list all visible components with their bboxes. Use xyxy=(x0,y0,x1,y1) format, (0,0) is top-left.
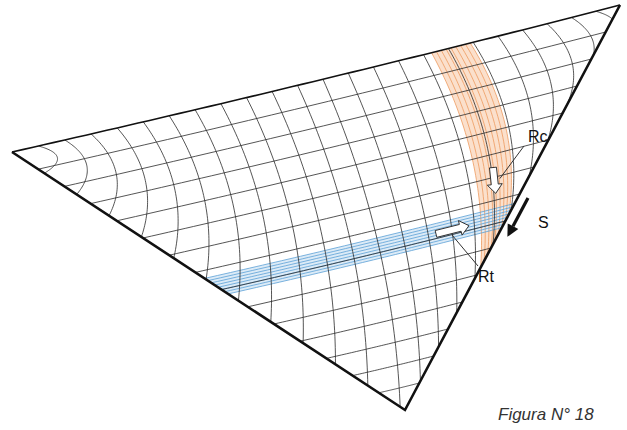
mesh-line xyxy=(143,122,178,258)
tension-arrow xyxy=(435,221,469,238)
tension-line xyxy=(228,228,502,294)
mesh-line xyxy=(498,36,534,176)
straight-edge xyxy=(12,5,620,410)
tension-line xyxy=(205,203,515,278)
surface-mesh xyxy=(38,11,615,407)
shear-arrow xyxy=(513,198,528,226)
mesh-line xyxy=(323,79,400,407)
compression-line xyxy=(451,48,496,241)
stress-bands xyxy=(205,43,515,294)
mesh-line xyxy=(571,17,594,73)
mesh-line xyxy=(195,110,240,301)
surface-ground xyxy=(12,5,620,410)
mesh-line xyxy=(547,24,574,108)
mesh-line xyxy=(274,275,477,324)
figure-caption: Figura N° 18 xyxy=(498,406,594,425)
compression-line xyxy=(461,45,504,227)
mesh-line xyxy=(473,42,514,210)
mesh-line xyxy=(117,128,147,237)
mesh-line xyxy=(353,356,434,376)
mesh-line xyxy=(38,146,57,173)
shear-arrowhead xyxy=(507,223,518,236)
mesh-line xyxy=(195,194,519,272)
mesh-line xyxy=(169,116,209,280)
force-label: Rt xyxy=(478,268,494,286)
compression-line xyxy=(470,43,511,214)
curved-edge xyxy=(12,5,620,152)
mesh-line xyxy=(65,140,87,194)
mesh-line xyxy=(248,248,491,307)
mesh-line xyxy=(169,167,534,255)
mesh-line xyxy=(424,55,476,279)
tension-line xyxy=(208,207,513,281)
mesh-line xyxy=(348,73,420,381)
mesh-line xyxy=(448,48,494,244)
mesh-line xyxy=(91,134,117,216)
mesh-line xyxy=(272,91,335,364)
tension-line xyxy=(211,210,511,282)
mesh-line xyxy=(117,113,563,221)
force-label: S xyxy=(538,214,549,232)
mesh-line xyxy=(373,67,438,347)
surface-edges xyxy=(12,5,620,410)
mesh-line xyxy=(221,104,272,322)
mesh-line xyxy=(326,329,448,358)
leader-line xyxy=(452,235,478,266)
mesh-line xyxy=(523,30,554,142)
leader-line xyxy=(500,146,524,179)
force-arrows xyxy=(435,146,528,266)
tension-line xyxy=(215,214,509,285)
mesh-line xyxy=(143,140,548,238)
force-label: Rc xyxy=(528,128,548,146)
mesh-line xyxy=(298,85,368,385)
mesh-line xyxy=(247,98,304,344)
compression-arrow xyxy=(487,167,502,193)
mesh-line xyxy=(399,61,457,313)
tension-line xyxy=(218,217,507,287)
